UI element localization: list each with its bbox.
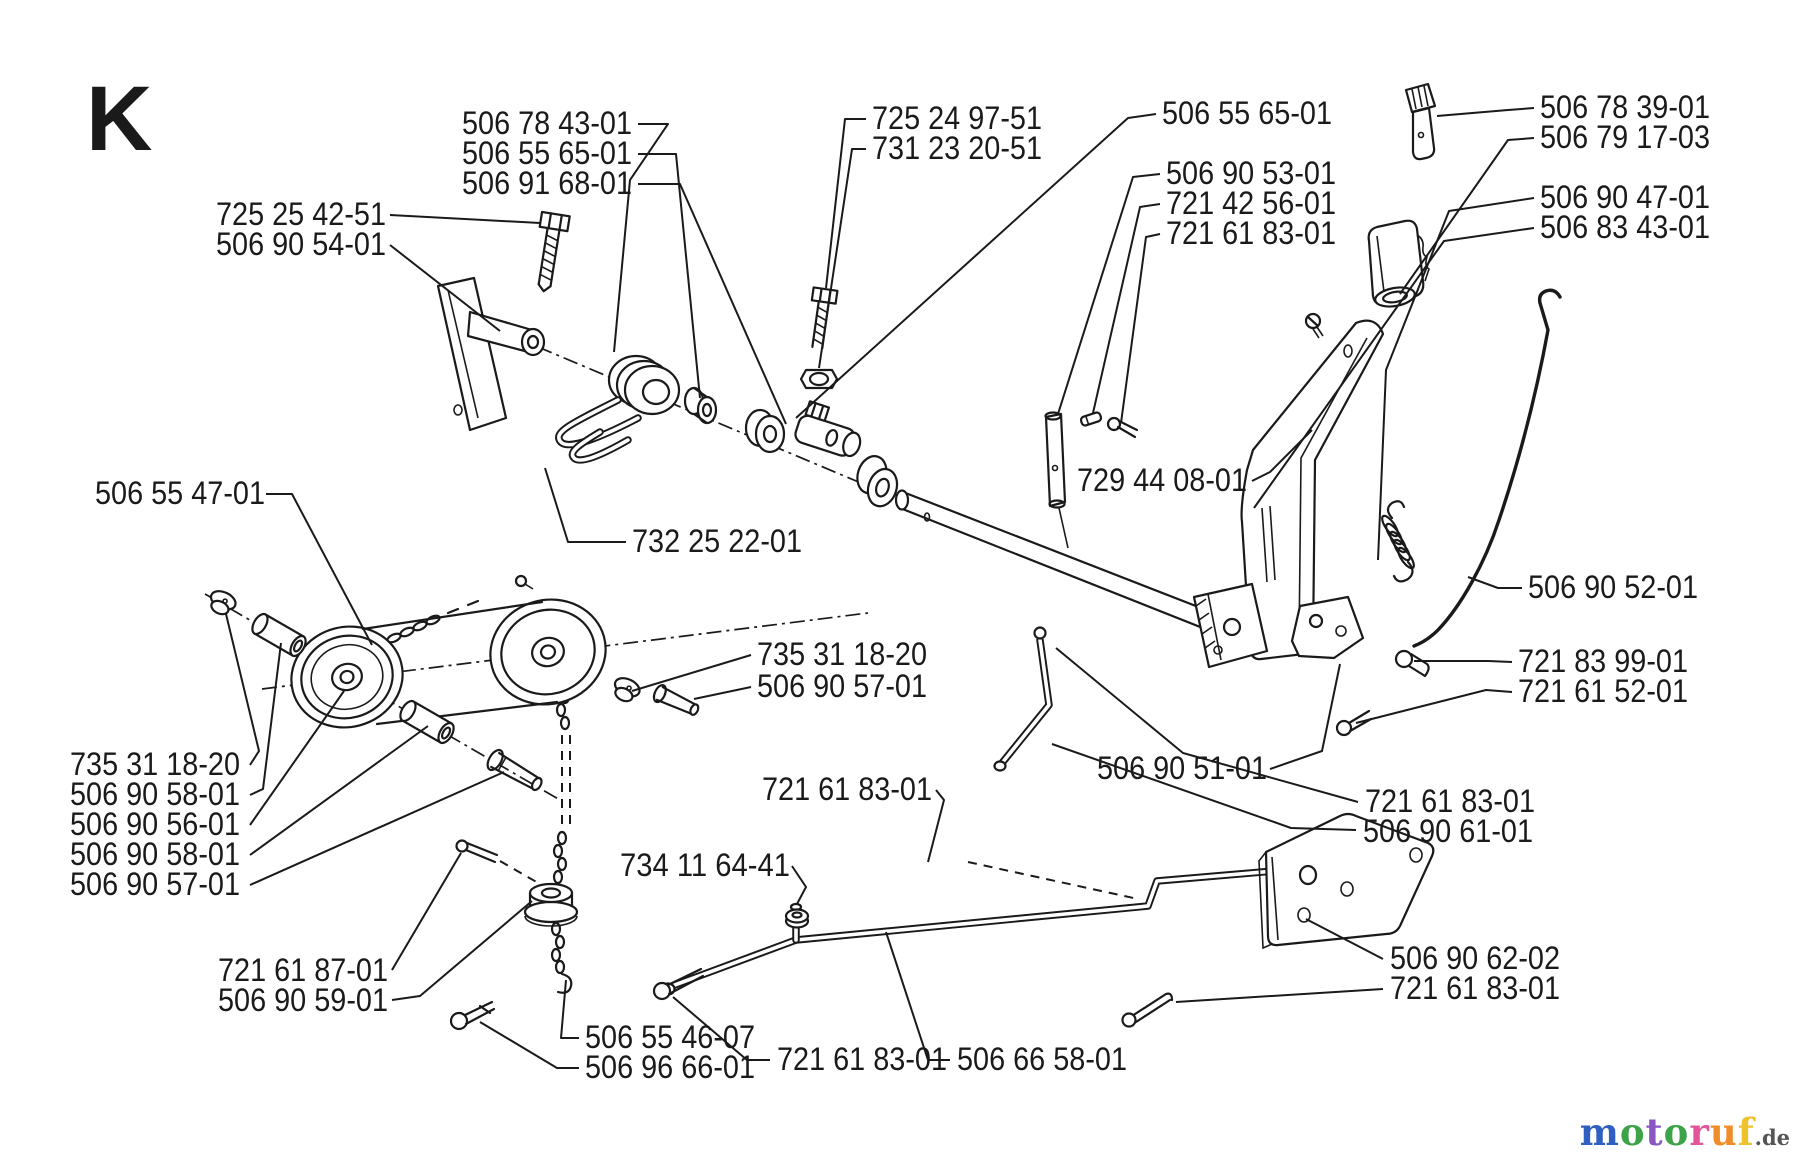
part-label: 721 61 83-01 [777, 1041, 947, 1077]
part-label: 732 25 22-01 [632, 523, 802, 559]
part-label: 506 90 51-01 [1097, 750, 1267, 786]
logo-letter: o [1619, 1110, 1646, 1154]
part-label: 506 90 56-01 [70, 806, 240, 842]
flange-cap-right [613, 677, 641, 703]
part-label: 506 90 59-01 [218, 982, 388, 1018]
hex-bolt-center [810, 286, 839, 350]
pin-bottom-right [1121, 992, 1174, 1028]
part-label: 506 83 43-01 [1540, 209, 1710, 245]
part-label: 506 55 65-01 [1162, 95, 1332, 131]
part-label: 506 90 61-01 [1363, 813, 1533, 849]
part-label: 725 25 42-51 [216, 196, 386, 232]
pin-small-right [1394, 649, 1430, 678]
part-label: 725 24 97-51 [872, 100, 1042, 136]
part-label: 506 66 58-01 [957, 1041, 1127, 1077]
part-label: 506 90 57-01 [70, 866, 240, 902]
part-label: 721 61 83-01 [1390, 970, 1560, 1006]
flange-cap-left [209, 590, 237, 616]
extension-spring [1381, 500, 1415, 583]
hex-nut-center [799, 368, 839, 390]
part-label: 506 78 43-01 [462, 105, 632, 141]
part-label: 729 44 08-01 [1077, 462, 1247, 498]
part-label: 506 90 58-01 [70, 776, 240, 812]
part-label: 735 31 18-20 [757, 636, 927, 672]
cotter-pin-upper [1106, 416, 1139, 439]
part-label: 735 31 18-20 [70, 746, 240, 782]
part-label: 721 83 99-01 [1518, 643, 1688, 679]
axis-centerlines [204, 335, 907, 801]
washer-nut [784, 908, 810, 929]
section-letter: K [86, 68, 152, 170]
small-screw [1304, 312, 1324, 339]
chain-grommet [523, 882, 579, 927]
part-number-labels: K 506 78 43-01 506 55 65-01 506 91 68-01… [70, 68, 1710, 1085]
part-label: 506 90 54-01 [216, 226, 386, 262]
part-label: 506 96 66-01 [585, 1049, 755, 1085]
part-label: 506 90 47-01 [1540, 179, 1710, 215]
cotter-pin-bottom-center [652, 967, 705, 1001]
part-label: 721 61 83-01 [1365, 783, 1535, 819]
logo-suffix: .de [1754, 1125, 1790, 1150]
part-label: 506 55 47-01 [95, 475, 265, 511]
clevis-fitting [794, 400, 862, 458]
part-label: 731 23 20-51 [872, 130, 1042, 166]
axle-pin-mid [652, 684, 700, 716]
logo-letter: o [1663, 1110, 1690, 1154]
part-label: 506 90 62-02 [1390, 940, 1560, 976]
part-label: 506 90 57-01 [757, 668, 927, 704]
pin-chain-upper [455, 839, 541, 885]
bracket-small [1290, 595, 1365, 660]
roll-pin [1079, 411, 1103, 427]
part-label: 721 42 56-01 [1166, 185, 1336, 221]
part-label: 506 90 53-01 [1166, 155, 1336, 191]
spacer-sleeve-2 [399, 699, 455, 745]
motoruf-logo: motoruf.de [1580, 1110, 1790, 1154]
logo-letter: m [1579, 1110, 1620, 1154]
pin-tall [1044, 411, 1069, 549]
spacer-sleeve-1 [251, 612, 307, 658]
part-label: 721 61 52-01 [1518, 673, 1688, 709]
actuator-shaft [894, 489, 1241, 642]
button-cap [1404, 82, 1437, 161]
lever-arm [1240, 319, 1385, 661]
arm-foot-plate [1192, 582, 1269, 669]
cotter-pin-right [1335, 709, 1373, 737]
logo-letter: t [1645, 1110, 1664, 1154]
logo-letter: u [1709, 1110, 1738, 1154]
bracket-plate [436, 276, 546, 432]
triangle-bracket [1258, 812, 1435, 950]
part-label: 506 90 52-01 [1528, 569, 1698, 605]
pulley-left [290, 625, 404, 729]
bushing-large [856, 455, 899, 508]
bushing-small [683, 386, 718, 425]
part-label: 506 90 58-01 [70, 836, 240, 872]
torsion-spring [555, 354, 681, 464]
part-label: 506 91 68-01 [462, 165, 632, 201]
part-label: 734 11 64-41 [620, 847, 790, 883]
part-label: 506 79 17-03 [1540, 119, 1710, 155]
axle-pin-left [486, 748, 543, 792]
logo-letter: f [1737, 1110, 1755, 1154]
leader-lines [225, 107, 1535, 1069]
part-label: 721 61 87-01 [218, 952, 388, 988]
control-rod-upper [993, 626, 1053, 772]
logo-letter: r [1689, 1110, 1710, 1154]
wire-rod [1412, 288, 1562, 648]
part-label: 506 55 65-01 [462, 135, 632, 171]
washer-disc [744, 408, 786, 454]
part-label: 506 55 46-07 [585, 1019, 755, 1055]
part-label: 721 61 83-01 [762, 771, 932, 807]
part-label: 721 61 83-01 [1166, 215, 1336, 251]
pulley-right [489, 598, 607, 706]
hex-bolt-top-left [537, 210, 571, 293]
part-label: 506 78 39-01 [1540, 89, 1710, 125]
cotter-pin-chain [449, 1000, 496, 1031]
